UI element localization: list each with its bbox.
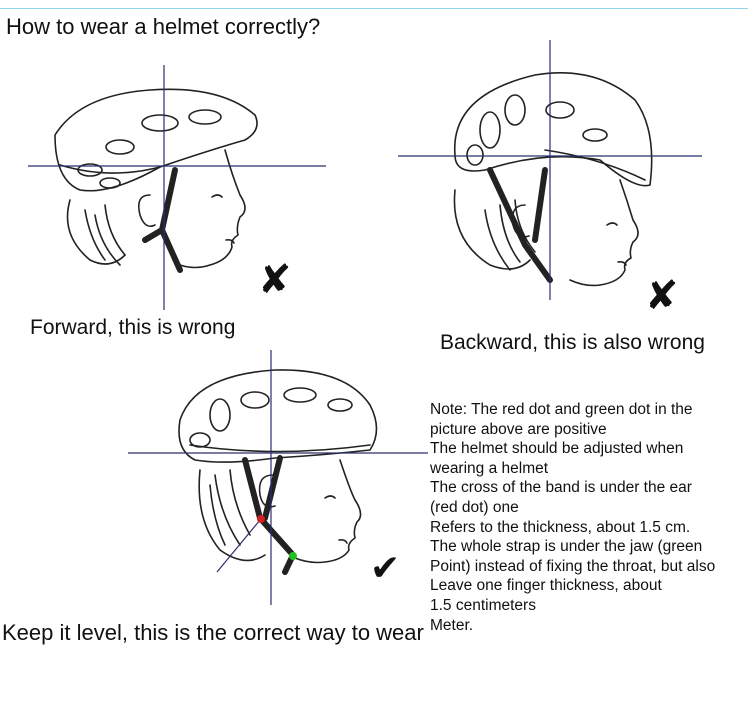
notes-block: Note: The red dot and green dot in the p… [430, 400, 748, 635]
note-line: picture above are positive [430, 420, 748, 440]
wrong-mark: ✘ [645, 276, 679, 316]
eye [607, 223, 617, 225]
green-dot [289, 552, 297, 560]
wrong-mark: ✘ [258, 260, 292, 300]
caption-forward: Forward, this is wrong [30, 316, 235, 340]
face-profile [180, 150, 245, 268]
eye [325, 496, 335, 498]
hair-lines [210, 470, 250, 545]
ear [139, 195, 155, 226]
note-line: Note: The red dot and green dot in the [430, 400, 748, 420]
caption-backward: Backward, this is also wrong [440, 331, 705, 355]
red-dot [257, 515, 265, 523]
pointer-line [217, 520, 260, 572]
caption-level: Keep it level, this is the correct way t… [2, 620, 424, 646]
note-line: The whole strap is under the jaw (green [430, 537, 748, 557]
page-title: How to wear a helmet correctly? [6, 14, 320, 40]
mouth [618, 262, 626, 265]
note-line: Refers to the thickness, about 1.5 cm. [430, 518, 748, 538]
head-outline [68, 200, 126, 264]
eye [212, 195, 222, 197]
note-line: Meter. [430, 616, 748, 636]
top-divider [0, 8, 748, 9]
hair-lines [85, 205, 125, 265]
note-line: Point) instead of fixing the throat, but… [430, 557, 748, 577]
helmet-shell [455, 73, 652, 186]
note-line: Leave one finger thickness, about [430, 576, 748, 596]
helmet-strap [145, 170, 180, 270]
face-profile [570, 180, 638, 285]
note-line: The helmet should be adjusted when [430, 439, 748, 459]
note-line: wearing a helmet [430, 459, 748, 479]
note-line: 1.5 centimeters [430, 596, 748, 616]
mouth [339, 540, 347, 543]
figure-backward [395, 40, 725, 310]
note-line: The cross of the band is under the ear [430, 478, 748, 498]
note-line: (red dot) one [430, 498, 748, 518]
face-profile [295, 460, 361, 563]
correct-mark: ✔ [370, 550, 400, 586]
